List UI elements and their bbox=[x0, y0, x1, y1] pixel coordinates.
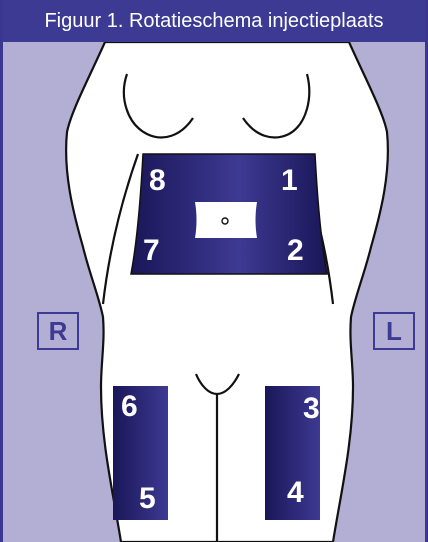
zone-label-4: 4 bbox=[287, 476, 304, 509]
zone-label-7: 7 bbox=[143, 234, 160, 267]
zone-label-3: 3 bbox=[303, 392, 320, 425]
zone-label-8: 8 bbox=[149, 164, 166, 197]
navel-exclusion-area bbox=[195, 202, 257, 238]
zone-label-2: 2 bbox=[287, 234, 304, 267]
zone-label-6: 6 bbox=[121, 390, 138, 423]
zone-label-1: 1 bbox=[281, 164, 298, 197]
body-diagram: 1 2 3 4 5 6 7 8 bbox=[3, 42, 425, 542]
left-side-label: L bbox=[373, 312, 415, 350]
right-side-label: R bbox=[37, 312, 79, 350]
figure-title: Figuur 1. Rotatieschema injectieplaats bbox=[3, 0, 425, 42]
zone-label-5: 5 bbox=[139, 482, 156, 515]
